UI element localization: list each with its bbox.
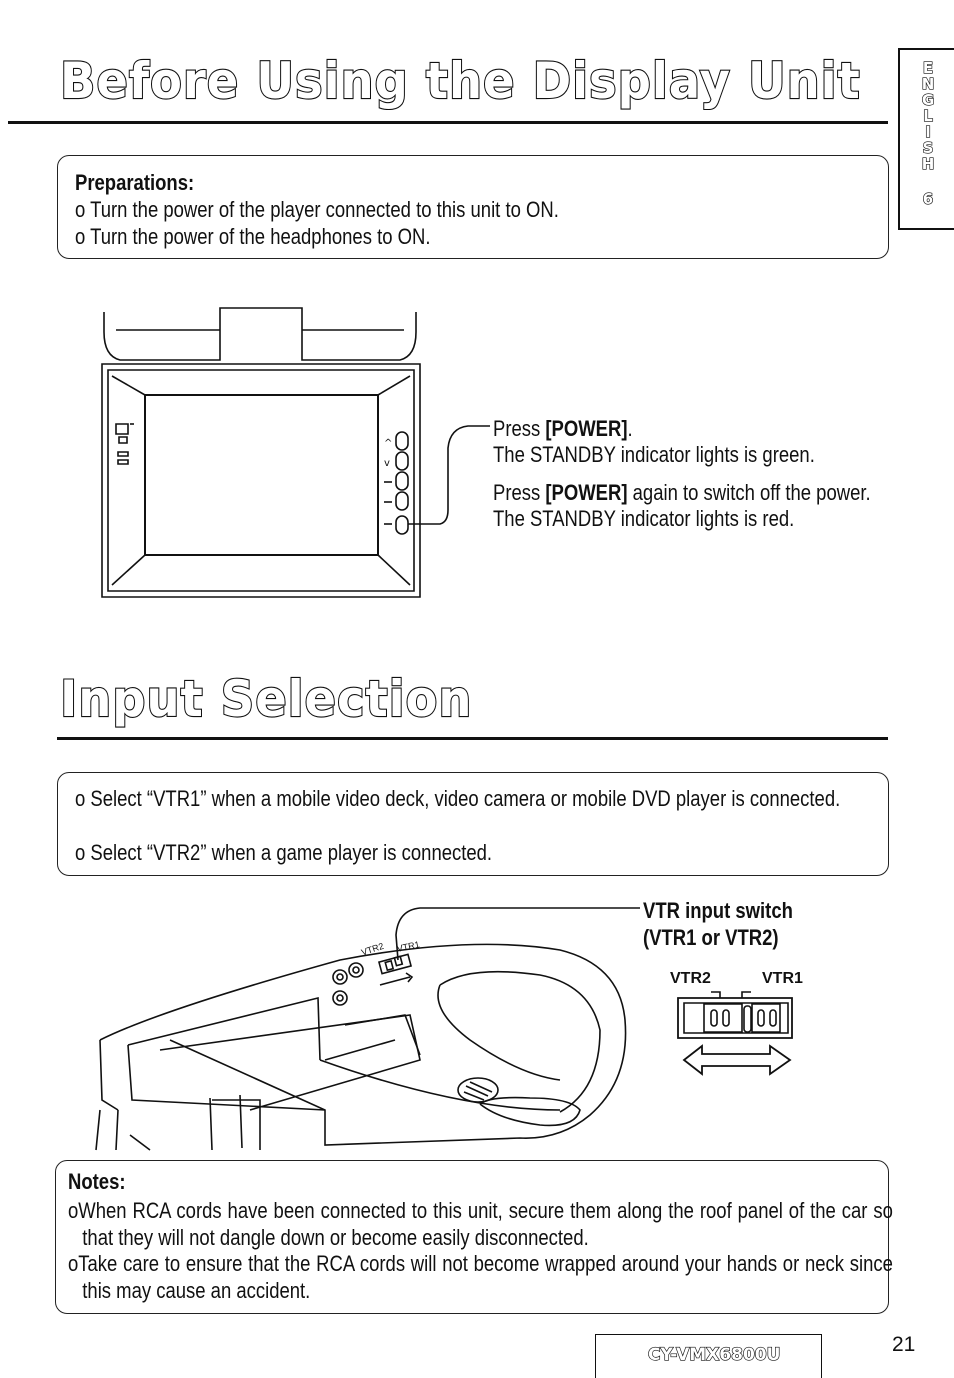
vtr-switch-label: VTR input switch (VTR1 or VTR2) <box>643 898 793 950</box>
page-number: 21 <box>892 1333 916 1356</box>
svg-text:^: ^ <box>384 438 392 449</box>
power-again-key: [POWER] <box>545 480 628 505</box>
power-instructions: Press [POWER]. The STANDBY indicator lig… <box>493 416 888 532</box>
notes-box: Notes: oWhen RCA cords have been connect… <box>55 1160 893 1314</box>
title-rule-1 <box>8 121 888 124</box>
input-selection-item-1: o Select “VTR1” when a mobile video deck… <box>75 786 841 811</box>
language-tab-number: 6 <box>922 189 934 208</box>
language-tab-letters: E N G L I S H <box>921 59 935 173</box>
display-unit-illustration: ^ v <box>0 0 954 700</box>
switch-label-vtr2: VTR2 <box>670 970 711 987</box>
standby-red-line: The STANDBY indicator lights is red. <box>493 506 795 531</box>
notes-heading: Notes: <box>68 1169 126 1194</box>
ceiling-unit-illustration <box>0 0 954 1160</box>
section-title-before-using: Before Using the Display Unit <box>59 51 861 111</box>
footer-model-frame: CY-VMX6800U <box>595 1334 822 1378</box>
power-key-label: [POWER] <box>545 416 628 441</box>
power-again-line: Press [POWER] again to switch off the po… <box>493 480 871 505</box>
notes-item-1: oWhen RCA cords have been connected to t… <box>68 1198 893 1250</box>
power-press-line: Press [POWER]. <box>493 416 633 441</box>
standby-green-line: The STANDBY indicator lights is green. <box>493 442 815 467</box>
footer-model-name: CY-VMX6800U <box>647 1344 781 1365</box>
preparations-heading: Preparations: <box>75 170 195 195</box>
notes-item-2: oTake care to ensure that the RCA cords … <box>68 1251 893 1303</box>
input-selection-box: o Select “VTR1” when a mobile video deck… <box>57 772 889 876</box>
preparations-item-2: o Turn the power of the headphones to ON… <box>75 224 431 249</box>
language-side-tab: E N G L I S H 6 <box>898 48 954 230</box>
title-rule-2 <box>57 737 888 740</box>
preparations-item-1: o Turn the power of the player connected… <box>75 197 559 222</box>
section-title-input-selection: Input Selection <box>59 669 473 729</box>
svg-text:v: v <box>384 458 390 469</box>
switch-label-vtr1: VTR1 <box>762 970 803 987</box>
preparations-box: Preparations: o Turn the power of the pl… <box>57 155 889 259</box>
input-selection-item-2: o Select “VTR2” when a game player is co… <box>75 840 493 865</box>
